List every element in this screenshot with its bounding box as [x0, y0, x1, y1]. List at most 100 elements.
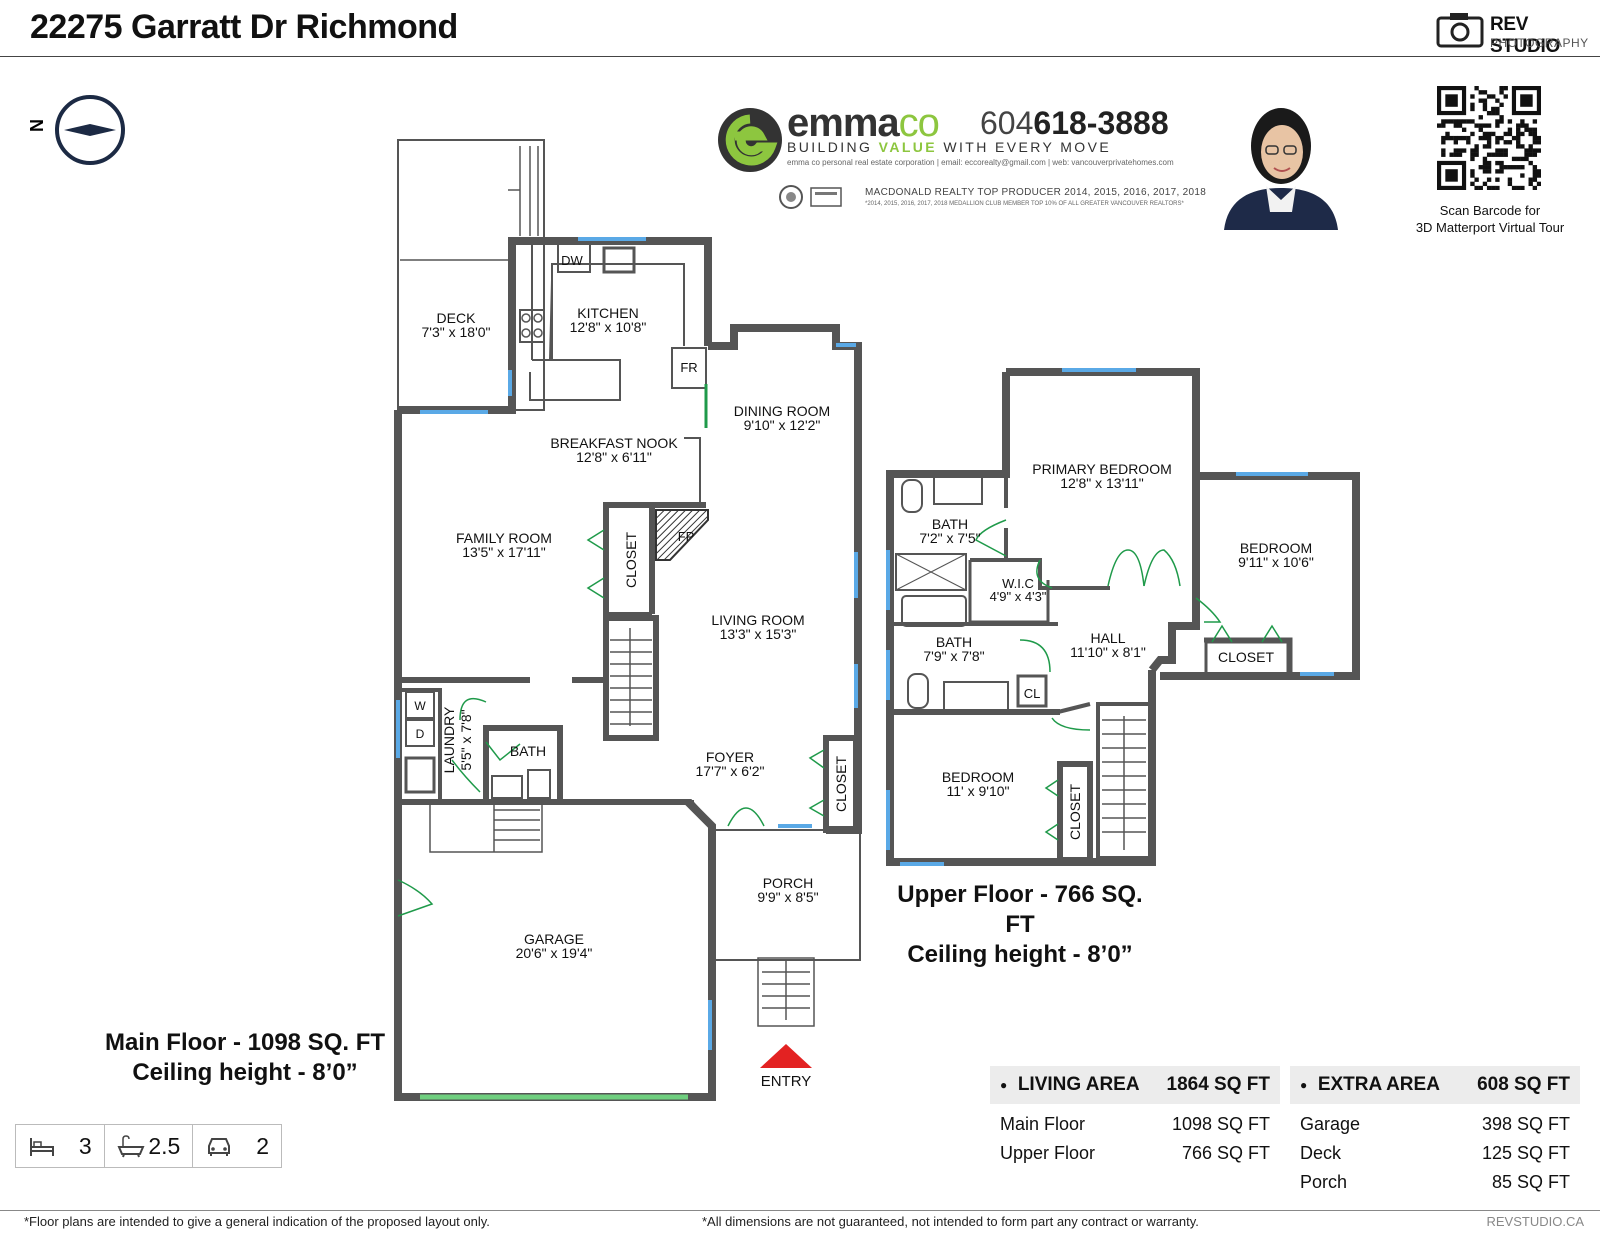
dining-room-dim: 9'10" x 12'2" [744, 417, 821, 433]
garage-stairs [429, 804, 543, 853]
porch-dim: 9'9" x 8'5" [757, 889, 818, 905]
room-labels: DECK 7'3" x 18'0" KITCHEN 12'8" x 10'8" … [414, 253, 1314, 1090]
camera-icon [1436, 13, 1484, 48]
living-room-label: LIVING ROOM [711, 612, 804, 628]
bedrooms-stat: 3 [16, 1125, 105, 1167]
foyer-closet-label: CLOSET [833, 756, 849, 812]
qr-code-icon [1437, 86, 1542, 191]
upper-closet-label: CLOSET [1218, 649, 1274, 665]
car-icon [208, 1138, 231, 1156]
agent-tagline: BUILDING VALUE WITH EVERY MOVE [787, 139, 1112, 155]
kitchen-counter [529, 279, 621, 401]
brand-name: REV STUDIO [1490, 14, 1560, 57]
compass: N [22, 92, 132, 168]
brand-sub: PHOTOGRAPHY [1490, 36, 1589, 50]
agent-phone: 604618-3888 [980, 105, 1169, 141]
kitchen-dim: 12'8" x 10'8" [570, 319, 647, 335]
agent-award-sub: *2014, 2015, 2016, 2017, 2018 MEDALLION … [865, 201, 1184, 207]
garage-dim: 20'6" x 19'4" [516, 945, 593, 961]
agent-photo [1222, 88, 1340, 230]
upper-bath-2-label: BATH [936, 634, 972, 650]
dishwasher-label: DW [561, 253, 583, 268]
emma-e-logo-icon [718, 108, 782, 172]
main-floor-caption: Main Floor - 1098 SQ. FT Ceiling height … [104, 1029, 386, 1086]
south-bedroom-label: BEDROOM [942, 769, 1014, 785]
family-room-label: FAMILY ROOM [456, 530, 552, 546]
deck-dim: 7'3" x 18'0" [422, 324, 491, 340]
upper-stairs [1096, 702, 1152, 860]
upper-bath-1-label: BATH [932, 516, 968, 532]
fridge-label: FR [680, 360, 697, 375]
breakfast-nook-dim: 12'8" x 6'11" [576, 449, 652, 465]
dryer-label: D [416, 727, 425, 741]
kitchen-label: KITCHEN [577, 305, 638, 321]
page-title: 22275 Garratt Dr Richmond [30, 8, 458, 46]
upper-windows [886, 368, 1334, 866]
closet-walls [572, 502, 655, 683]
property-stats: 3 2.5 2 [15, 1124, 282, 1168]
footer-site: REVSTUDIO.CA [1486, 1214, 1584, 1229]
fireplace-label: FP [678, 529, 695, 544]
bedroom-closet-label: CLOSET [1067, 784, 1083, 840]
linen-closet-label: CL [1024, 686, 1041, 701]
family-room-dim: 13'5" x 17'11" [462, 544, 546, 560]
upper-bath-1-dim: 7'2" x 7'5" [919, 530, 980, 546]
main-door-swings [397, 529, 825, 917]
footer-divider [0, 1210, 1600, 1211]
main-bath-label: BATH [510, 743, 546, 759]
laundry-label: LAUNDRY [441, 706, 457, 773]
upper-exterior-north-east [1006, 368, 1360, 680]
main-windows [396, 237, 858, 1050]
garage-north-wall [398, 799, 715, 829]
main-floor-plan [394, 139, 862, 1101]
porch-label: PORCH [763, 875, 814, 891]
footer-disclaimer-left: *Floor plans are intended to give a gene… [24, 1214, 490, 1229]
breakfast-nook-label: BREAKFAST NOOK [550, 435, 678, 451]
fireplace [655, 509, 709, 561]
living-area-header: ● LIVING AREA 1864 SQ FT [990, 1066, 1280, 1104]
hall-label: HALL [1090, 630, 1125, 646]
washer-label: W [414, 699, 426, 713]
primary-bedroom-dim: 12'8" x 13'11" [1060, 475, 1144, 491]
cooktop [519, 309, 545, 343]
rev-studio-logo: REV STUDIO PHOTOGRAPHY [1436, 10, 1589, 57]
east-bedroom-label: BEDROOM [1240, 540, 1312, 556]
footer-disclaimer-mid: *All dimensions are not guaranteed, not … [702, 1214, 1199, 1229]
bathrooms-stat: 2.5 [105, 1125, 194, 1167]
hall-dim: 11'10" x 8'1" [1070, 644, 1146, 660]
upper-bath-2-dim: 7'9" x 7'8" [923, 648, 984, 664]
main-stairs [603, 615, 659, 741]
upper-door-swings [975, 519, 1283, 841]
foyer-label: FOYER [706, 749, 754, 765]
agent-award: MACDONALD REALTY TOP PRODUCER 2014, 2015… [865, 187, 1207, 198]
wic-walls [968, 560, 1050, 624]
qr-code[interactable] [1437, 86, 1542, 191]
bathtub-icon [117, 1135, 145, 1158]
wic-dim: 4'9" x 4'3" [990, 589, 1047, 604]
header-divider [0, 56, 1600, 57]
parking-stat: 2 [193, 1125, 281, 1167]
dining-room-label: DINING ROOM [734, 403, 830, 419]
agent-logo-block: emmaco 604618-3888 BUILDING VALUE WITH E… [715, 101, 1210, 215]
deck-outline [397, 139, 545, 411]
foyer-dim: 17'7" x 6'2" [696, 763, 765, 779]
east-bedroom-dim: 9'11" x 10'6" [1238, 554, 1314, 570]
compass-north-label: N [27, 119, 47, 132]
porch-stairs [757, 957, 815, 1027]
living-room-dim: 13'3" x 15'3" [720, 626, 797, 642]
south-bedroom-dim: 11' x 9'10" [947, 783, 1010, 799]
agent-brand-name: emmaco [787, 101, 940, 145]
garage-label: GARAGE [524, 931, 584, 947]
wic-label: W.I.C [1002, 576, 1034, 591]
bed-icon [30, 1138, 54, 1156]
entry-label: ENTRY [761, 1073, 812, 1090]
realty-seal-icons [779, 185, 842, 209]
extra-area-header: ● EXTRA AREA 608 SQ FT [1290, 1066, 1580, 1104]
fridge-outline [671, 347, 707, 389]
main-closet-label: CLOSET [623, 532, 639, 588]
